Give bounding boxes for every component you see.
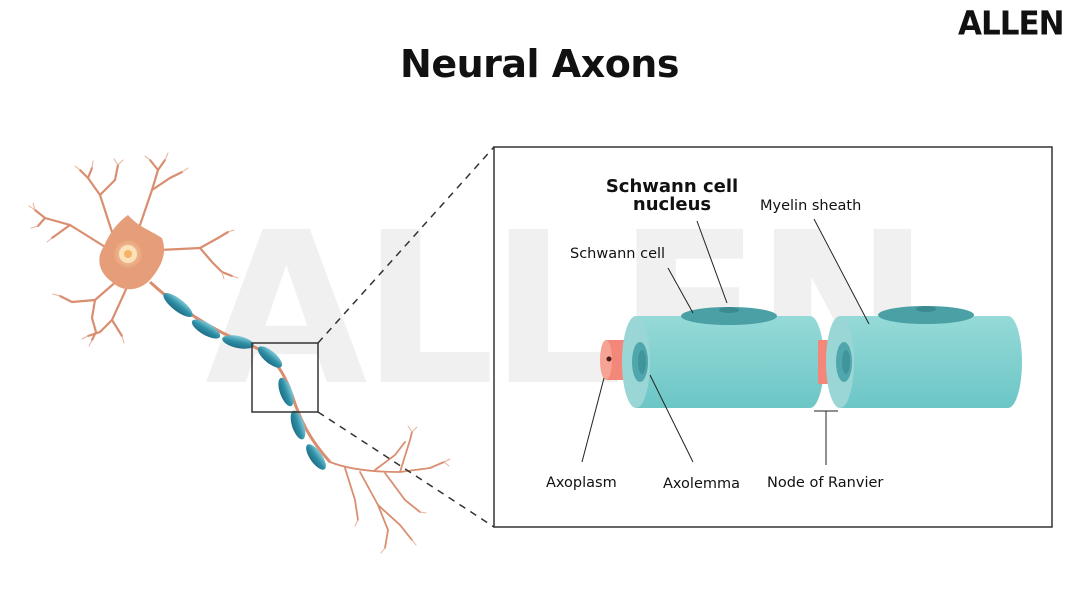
zoom-line-bottom (317, 411, 495, 528)
brand-logo: ALLEN (958, 5, 1065, 43)
label-schwann-cell-nucleus-line2: nucleus (632, 194, 712, 215)
schwann-cell-2 (878, 306, 974, 324)
zoom-line-top (317, 146, 495, 344)
label-myelin-sheath: Myelin sheath (760, 198, 862, 214)
schwann-cell-nucleus-1 (719, 307, 739, 313)
inset-frame (493, 146, 1053, 528)
axon-terminals (329, 431, 445, 549)
myelin-segments (163, 292, 326, 470)
schwann-cell-nucleus-2 (916, 306, 936, 312)
myelin-segment-1 (636, 316, 824, 408)
label-schwann-cell: Schwann cell (570, 246, 666, 262)
axoplasm (600, 340, 612, 380)
myelin-segment-2 (840, 316, 1022, 408)
label-axolemma: Axolemma (663, 476, 741, 492)
label-schwann-cell-nucleus: Schwann cell nucleus (604, 178, 740, 214)
label-axoplasm: Axoplasm (546, 475, 617, 491)
zoom-region (251, 342, 319, 413)
label-node-of-ranvier: Node of Ranvier (767, 475, 884, 491)
label-schwann-cell-nucleus-line1: Schwann cell (605, 176, 739, 197)
dendrites (33, 158, 234, 342)
page-title: Neural Axons (400, 42, 679, 86)
dendrite-tips (28, 152, 239, 347)
leader-lines (581, 218, 870, 465)
schwann-cell-1 (681, 307, 777, 325)
